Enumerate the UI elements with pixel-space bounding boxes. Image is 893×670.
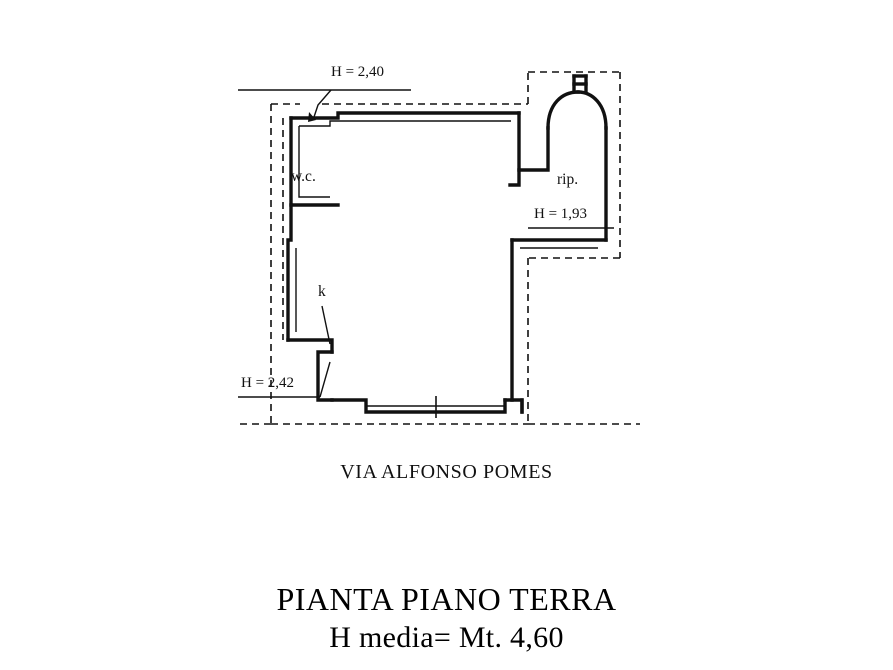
caption-plan-title: PIANTA PIANO TERRA xyxy=(276,581,617,617)
entrance-opening xyxy=(366,396,505,418)
wall-outline xyxy=(286,74,608,414)
caption-average-height: H media= Mt. 4,60 xyxy=(329,621,564,654)
height-annotation-h-240: H = 2,40 xyxy=(331,64,384,80)
drawing-text-labels: w.c. rip. k H = 2,40 H = 1,93 H = 2,42 xyxy=(241,64,587,391)
property-boundary-dashed xyxy=(240,71,640,425)
annotation-leader-lines xyxy=(238,89,614,398)
height-annotation-h-242: H = 2,42 xyxy=(241,375,294,391)
room-label-rip: rip. xyxy=(557,171,578,188)
height-annotation-h-193: H = 1,93 xyxy=(534,206,587,222)
street-name-label: VIA ALFONSO POMES xyxy=(340,461,553,483)
room-label-k: k xyxy=(318,283,326,300)
wall-inner-lines xyxy=(295,120,598,332)
room-label-wc: w.c. xyxy=(291,168,316,185)
